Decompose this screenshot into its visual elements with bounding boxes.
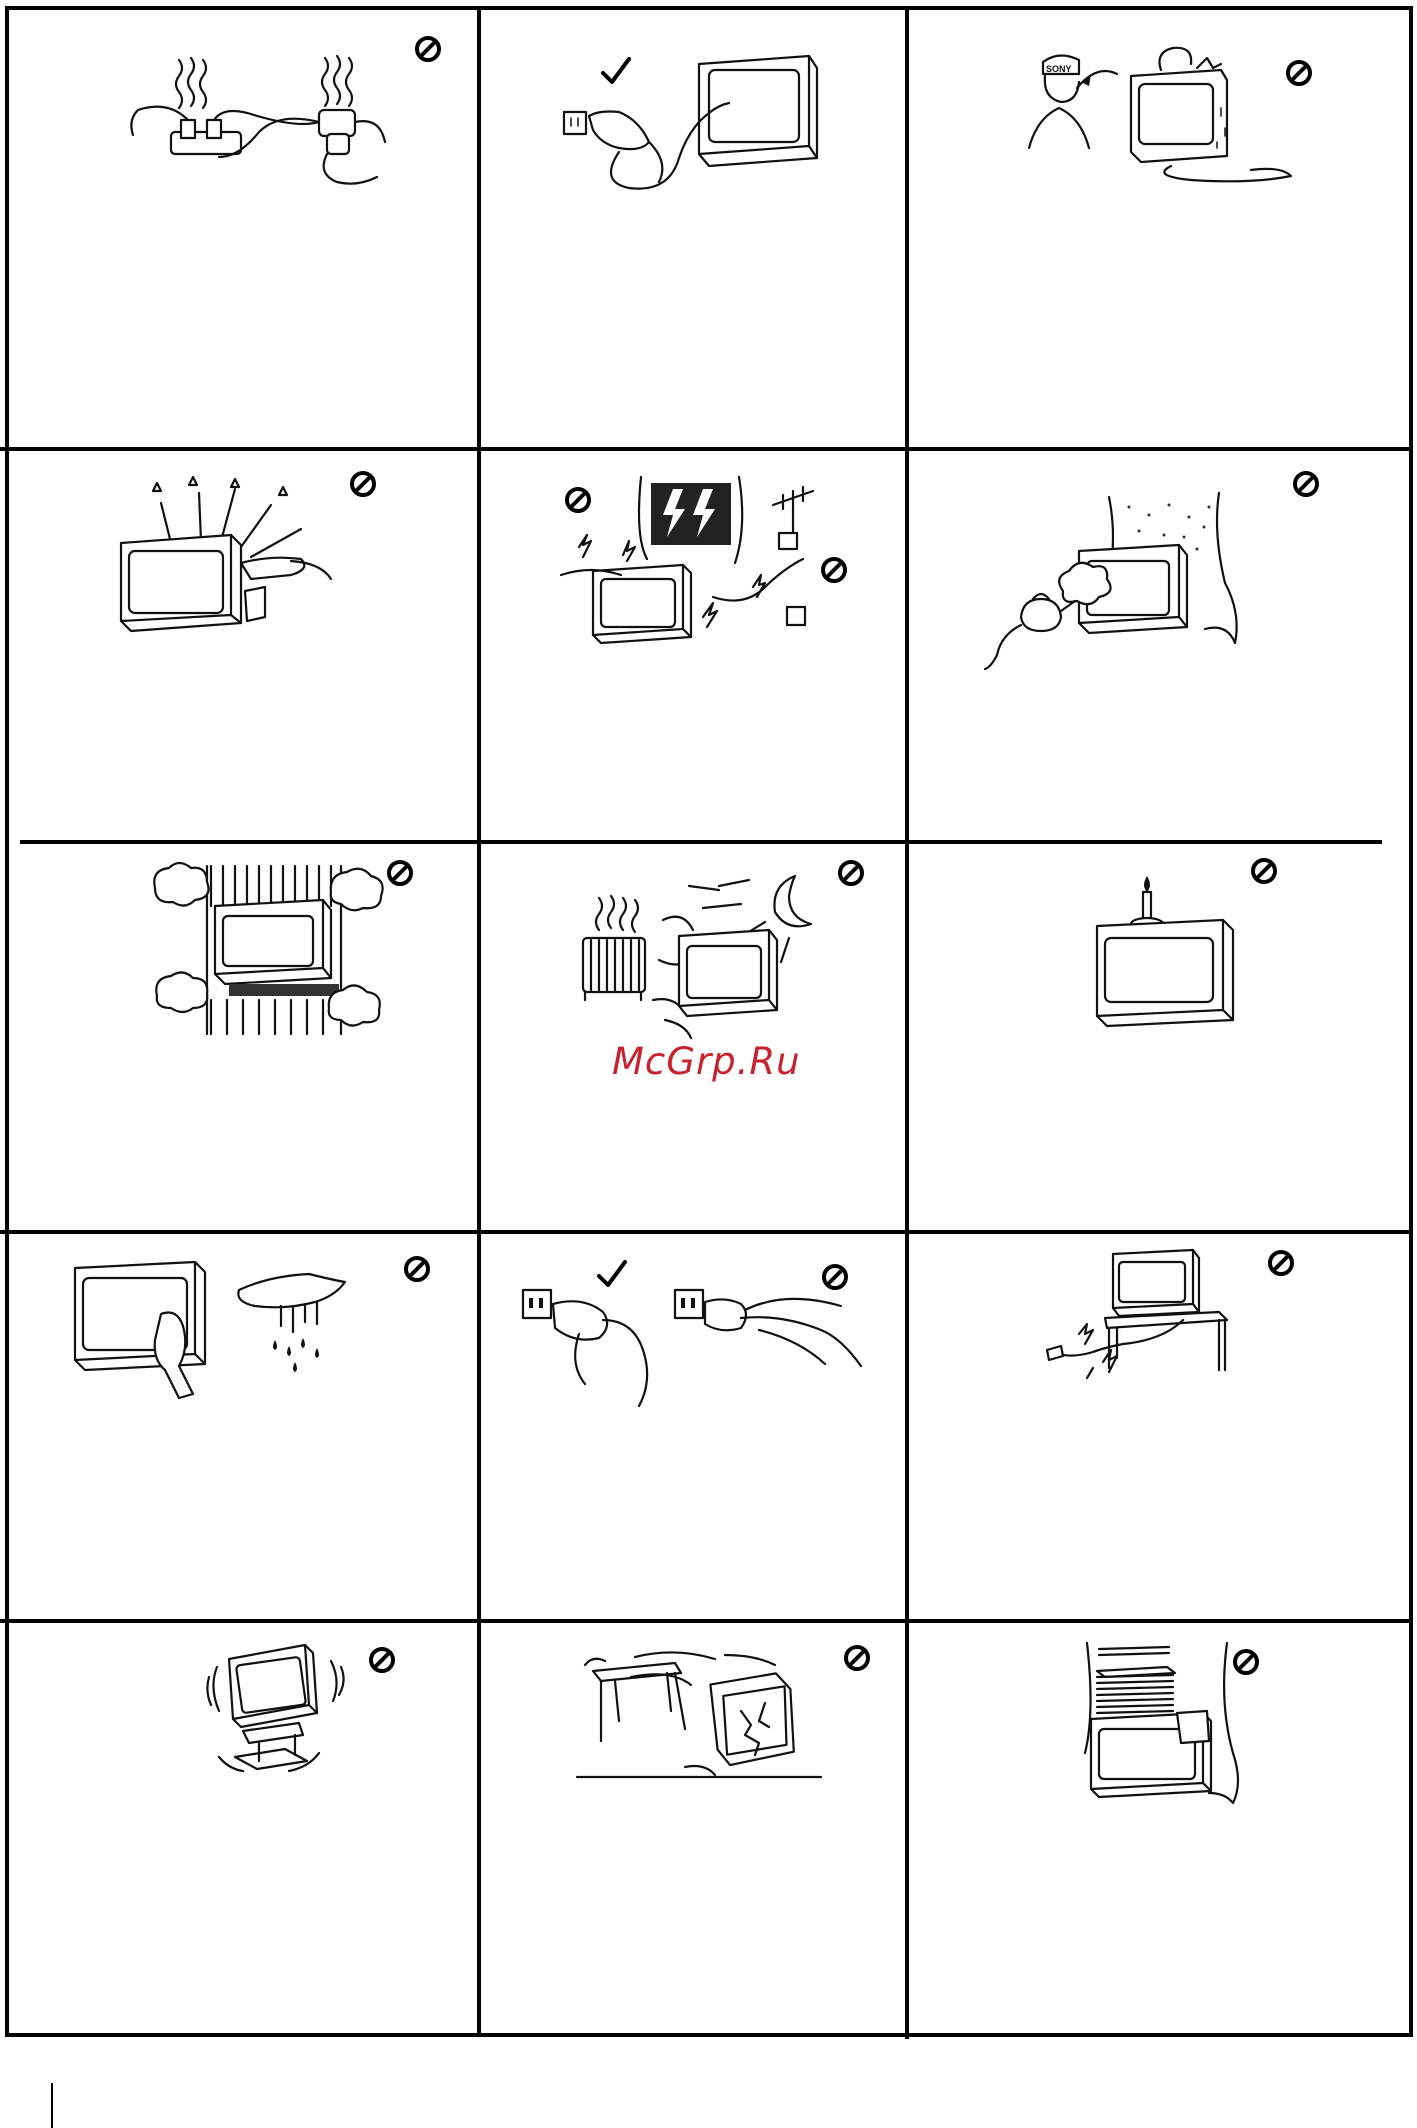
ventilation-blocked-illustration: [147, 860, 387, 1040]
prohibited-sign-icon: [385, 858, 415, 888]
objects-on-top-illustration: [1077, 1641, 1257, 1811]
panel-no-opening-cabinet: [9, 451, 477, 840]
prohibited-sign-icon: [348, 469, 378, 499]
unstable-stand-illustration: [199, 1637, 359, 1787]
candle-on-top-illustration: [1083, 864, 1263, 1044]
check-mark-icon: [595, 1258, 629, 1290]
panel-candle-on-top: [909, 844, 1409, 1230]
panel-plug-handling: [481, 1234, 905, 1619]
liquid-contact-service-illustration: SONY: [1021, 48, 1311, 188]
panel-falling-tv: [481, 1623, 905, 2033]
wet-cloth-cleaning-illustration: [69, 1254, 389, 1414]
panel-ventilation-blocked: [9, 844, 477, 1230]
panel-overloaded-outlets: [9, 10, 477, 447]
grid-line-bottom: [5, 2033, 1413, 2037]
moisture-steam-illustration: [979, 487, 1279, 667]
prohibited-sign-icon: [819, 555, 849, 585]
prohibited-sign-icon: [820, 1262, 850, 1292]
check-mark-icon: [599, 55, 633, 87]
prohibited-sign-icon: [402, 1254, 432, 1284]
panel-liquid-contact-service: SONY: [909, 10, 1409, 447]
prohibited-sign-icon: [842, 1643, 872, 1673]
grid-line-right: [1409, 6, 1413, 2037]
overloaded-outlets-illustration: [129, 50, 389, 190]
prohibited-sign-icon: [1284, 58, 1314, 88]
panel-damaged-cord: [909, 1234, 1409, 1619]
watermark-text: McGrp.Ru: [612, 1040, 832, 1083]
prohibited-sign-icon: [1231, 1647, 1261, 1677]
panel-moisture-steam: [909, 451, 1409, 840]
panel-unstable-stand: [9, 1623, 477, 2033]
damaged-cord-illustration: [1043, 1242, 1283, 1402]
page-margin-rule: [51, 2083, 53, 2128]
plug-handling-illustration: [519, 1280, 869, 1410]
panel-objects-on-top: [909, 1623, 1409, 2033]
prohibited-sign-icon: [1291, 469, 1321, 499]
heat-sources-sun-illustration: [569, 860, 849, 1040]
falling-tv-illustration: [575, 1651, 835, 1781]
panel-wet-cloth-cleaning: [9, 1234, 477, 1619]
panel-unplug-by-plug: [481, 10, 905, 447]
prohibited-sign-icon: [413, 34, 443, 64]
prohibited-sign-icon: [563, 485, 593, 515]
panel-heat-sources-sun: [481, 844, 905, 1230]
prohibited-sign-icon: [1249, 856, 1279, 886]
service-cap-label: SONY: [1046, 64, 1072, 74]
prohibited-sign-icon: [1266, 1248, 1296, 1278]
panel-lightning-storm: [481, 451, 905, 840]
no-opening-cabinet-illustration: [111, 473, 351, 633]
prohibited-sign-icon: [836, 858, 866, 888]
lightning-storm-illustration: [553, 477, 853, 647]
prohibited-sign-icon: [367, 1645, 397, 1675]
